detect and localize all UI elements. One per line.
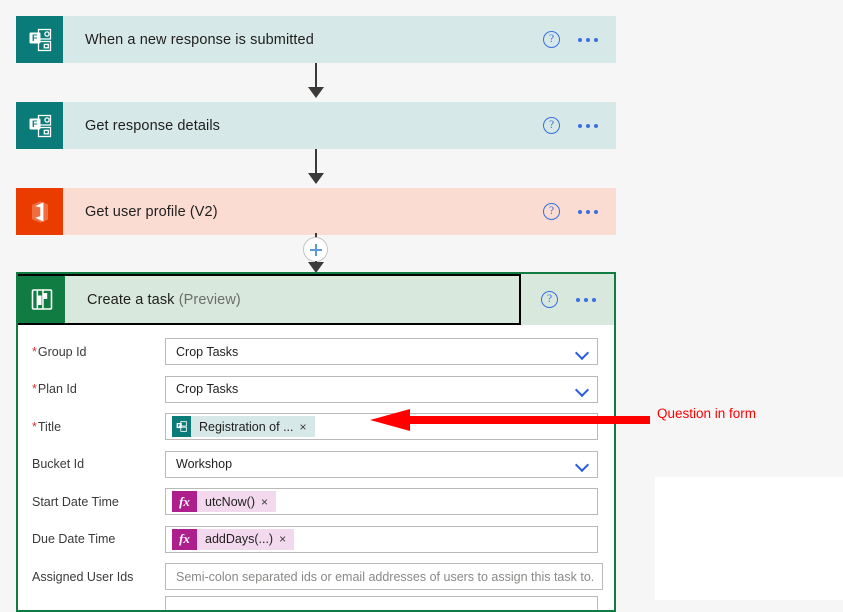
- required-asterisk: *: [32, 344, 37, 359]
- expression-token[interactable]: fx addDays(...) ×: [172, 528, 295, 550]
- field-row-next-partial: [18, 595, 614, 610]
- required-asterisk: *: [32, 382, 37, 397]
- expression-token[interactable]: fx utcNow() ×: [172, 491, 277, 513]
- flow-step-title-2: Get response details: [85, 117, 220, 134]
- remove-token-icon[interactable]: ×: [279, 532, 287, 547]
- office-365-icon: [16, 188, 63, 235]
- token-label: utcNow(): [205, 494, 256, 509]
- more-options-icon[interactable]: [576, 120, 600, 132]
- field-row-title: *Title F Registration of ... ×: [18, 408, 614, 446]
- dynamic-content-token[interactable]: F Registration of ... ×: [172, 416, 315, 438]
- group-id-dropdown[interactable]: Crop Tasks: [165, 338, 598, 366]
- group-id-value: Crop Tasks: [176, 344, 239, 359]
- create-task-actions: ?: [521, 291, 614, 308]
- field-label-plan-id: *Plan Id: [32, 382, 77, 397]
- create-task-preview-tag: (Preview): [178, 291, 241, 308]
- flow-connector-arrow-2: [308, 173, 324, 184]
- chevron-down-icon[interactable]: [576, 385, 589, 393]
- flow-step-card-2[interactable]: F Get response details ?: [16, 102, 616, 149]
- title-input[interactable]: F Registration of ... ×: [165, 413, 598, 441]
- field-row-plan-id: *Plan Id Crop Tasks: [18, 371, 614, 409]
- field-label-bucket-id: Bucket Id: [32, 457, 85, 472]
- add-step-icon[interactable]: [303, 237, 328, 262]
- field-label-due-date-time: Due Date Time: [32, 532, 116, 547]
- chevron-down-icon[interactable]: [576, 348, 589, 356]
- remove-token-icon[interactable]: ×: [299, 419, 307, 434]
- create-task-card[interactable]: Create a task (Preview) ? *Group Id Crop…: [16, 272, 616, 612]
- help-circle-icon[interactable]: ?: [543, 203, 560, 220]
- field-label-assigned-user-ids: Assigned User Ids: [32, 569, 134, 584]
- bucket-id-value: Workshop: [176, 457, 233, 472]
- field-row-start-date-time: Start Date Time fx utcNow() ×: [18, 483, 614, 521]
- more-options-icon[interactable]: [576, 34, 600, 46]
- flow-step-card-3[interactable]: Get user profile (V2) ?: [16, 188, 616, 235]
- remove-token-icon[interactable]: ×: [261, 494, 269, 509]
- fx-icon: fx: [172, 528, 197, 550]
- flow-step-card-1[interactable]: F When a new response is submitted ?: [16, 16, 616, 63]
- flow-step-header-2[interactable]: F Get response details ?: [16, 102, 616, 149]
- annotation-label: Question in form: [657, 406, 757, 421]
- flow-step-actions-1: ?: [543, 31, 616, 48]
- flow-step-header-1[interactable]: F When a new response is submitted ?: [16, 16, 616, 63]
- next-field-input[interactable]: [165, 595, 598, 610]
- microsoft-forms-icon: F: [172, 416, 191, 438]
- chevron-down-icon[interactable]: [576, 460, 589, 468]
- flow-connector-arrow-1: [308, 87, 324, 98]
- flow-step-title-1: When a new response is submitted: [85, 31, 314, 48]
- start-date-time-input[interactable]: fx utcNow() ×: [165, 488, 598, 516]
- microsoft-forms-icon: F: [16, 16, 63, 63]
- required-asterisk: *: [32, 419, 37, 434]
- due-date-time-input[interactable]: fx addDays(...) ×: [165, 525, 598, 553]
- microsoft-forms-icon: F: [16, 102, 63, 149]
- help-circle-icon[interactable]: ?: [543, 31, 560, 48]
- side-panel: [655, 477, 843, 600]
- flow-connector-arrow-3: [308, 262, 324, 273]
- bucket-id-dropdown[interactable]: Workshop: [165, 450, 598, 478]
- flow-connector-line-2: [315, 149, 317, 174]
- more-options-icon[interactable]: [576, 206, 600, 218]
- flow-step-title-3: Get user profile (V2): [85, 203, 218, 220]
- plan-id-dropdown[interactable]: Crop Tasks: [165, 375, 598, 403]
- create-task-title-text: Create a task: [87, 291, 175, 308]
- create-task-title: Create a task (Preview): [65, 292, 519, 308]
- help-circle-icon[interactable]: ?: [543, 117, 560, 134]
- create-task-header[interactable]: Create a task (Preview) ?: [18, 274, 614, 325]
- token-label: Registration of ...: [199, 419, 294, 434]
- field-row-due-date-time: Due Date Time fx addDays(...) ×: [18, 521, 614, 559]
- flow-step-header-3[interactable]: Get user profile (V2) ?: [16, 188, 616, 235]
- token-label: addDays(...): [205, 532, 274, 547]
- field-label-title: *Title: [32, 419, 62, 434]
- flow-step-actions-3: ?: [543, 203, 616, 220]
- svg-text:F: F: [32, 119, 38, 129]
- create-task-form: *Group Id Crop Tasks *Plan Id Crop Tasks…: [18, 325, 614, 610]
- field-label-start-date-time: Start Date Time: [32, 494, 119, 509]
- create-task-header-focus[interactable]: Create a task (Preview): [18, 274, 521, 325]
- svg-text:F: F: [32, 33, 38, 43]
- flow-connector-line-1: [315, 63, 317, 88]
- svg-text:F: F: [178, 423, 181, 428]
- assigned-user-ids-placeholder: Semi-colon separated ids or email addres…: [176, 569, 595, 584]
- field-row-bucket-id: Bucket Id Workshop: [18, 446, 614, 484]
- assigned-user-ids-input[interactable]: Semi-colon separated ids or email addres…: [165, 563, 604, 591]
- help-circle-icon[interactable]: ?: [541, 291, 558, 308]
- field-row-assigned-user-ids: Assigned User Ids Semi-colon separated i…: [18, 558, 614, 596]
- more-options-icon[interactable]: [574, 294, 598, 306]
- microsoft-planner-icon: [18, 276, 65, 323]
- plan-id-value: Crop Tasks: [176, 382, 239, 397]
- field-row-group-id: *Group Id Crop Tasks: [18, 333, 614, 371]
- flow-step-actions-2: ?: [543, 117, 616, 134]
- fx-icon: fx: [172, 491, 197, 513]
- field-label-group-id: *Group Id: [32, 344, 87, 359]
